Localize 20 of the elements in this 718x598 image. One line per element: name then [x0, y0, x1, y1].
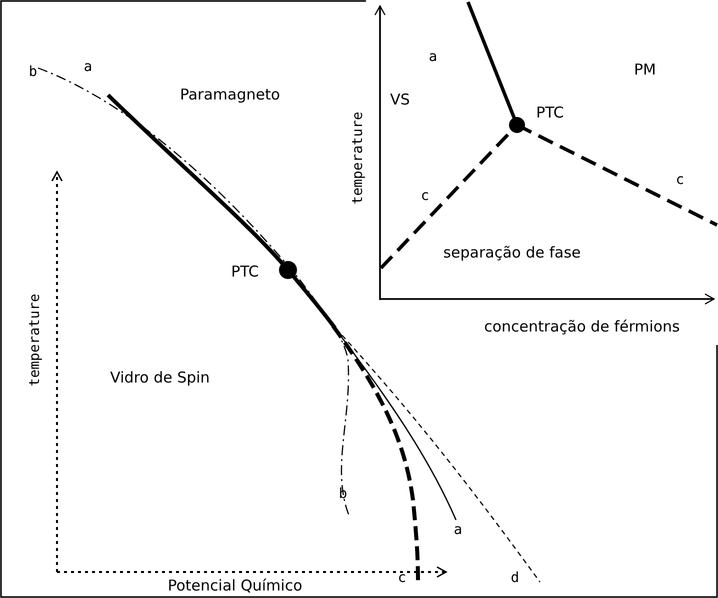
phase-label: separação de fase: [443, 246, 581, 260]
axis-label: temperature: [28, 294, 42, 386]
phase-label: PM: [634, 62, 656, 78]
phase-label: Paramagneto: [180, 88, 280, 102]
curve-label: b: [28, 65, 38, 79]
curve-label: c: [676, 173, 684, 187]
critical-point-label: PTC: [231, 264, 259, 280]
curve-label: a: [454, 523, 462, 537]
axis-label: temperature: [351, 112, 365, 204]
curve-label: c: [398, 571, 406, 585]
phase-label: Vidro de Spin: [110, 370, 210, 386]
critical-point-label: PTC: [536, 106, 564, 120]
phase-label: VS: [390, 92, 410, 108]
curve-label: a: [84, 60, 92, 74]
curve-label: c: [420, 189, 430, 203]
curve-label: b: [338, 487, 348, 501]
curve-label: d: [510, 571, 520, 585]
curve-label: a: [428, 50, 438, 64]
axis-label: concentração de férmions: [484, 320, 680, 334]
axis-label: Potencial Químico: [168, 578, 302, 594]
